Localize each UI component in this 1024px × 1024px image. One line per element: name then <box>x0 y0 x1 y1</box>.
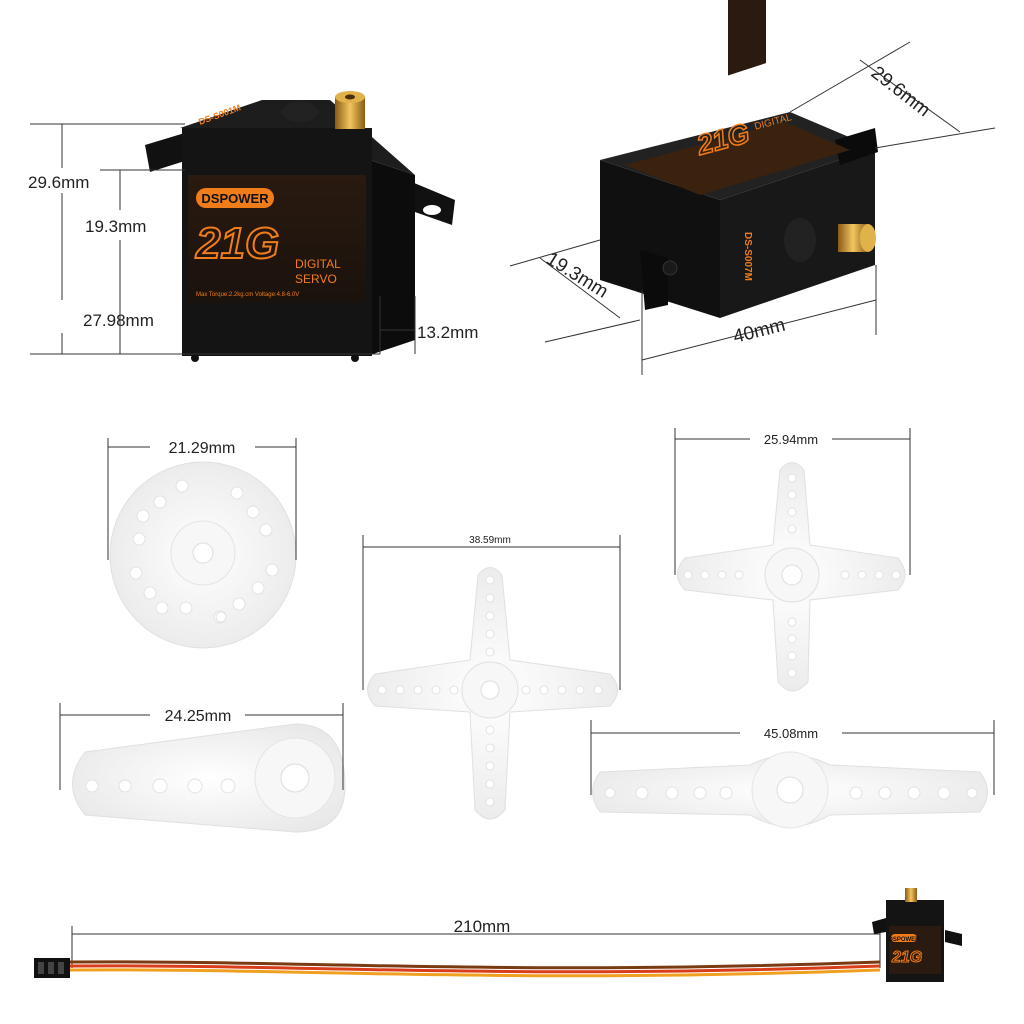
horn-disc <box>109 461 297 649</box>
type-line1: DIGITAL <box>295 257 341 271</box>
wire-brown <box>69 960 881 970</box>
front-dimension-lines <box>30 123 416 355</box>
servo-iso-view: 21G DIGITAL DS-S007M <box>600 0 878 318</box>
type-line2: SERVO <box>295 272 337 286</box>
dim-horn-double-arm: 45.08mm <box>764 726 818 741</box>
servo-front-view: DSPOWER 21G DIGITAL SERVO Max Torque:2.2… <box>145 91 455 362</box>
iso-tab-right <box>835 128 878 165</box>
small-weight-text: 21G <box>891 949 922 966</box>
servo-small-view: DSPOWER 21G <box>872 888 962 982</box>
dim-front-mount-height: 27.98mm <box>83 311 154 330</box>
wire-red <box>69 964 881 974</box>
iso-side-long <box>600 160 720 318</box>
mount-hole <box>423 205 441 215</box>
iso-model-text: DS-S007M <box>742 232 753 281</box>
dim-front-width: 13.2mm <box>417 323 478 342</box>
servo-connector <box>34 958 70 978</box>
weight-text: 21G <box>195 219 279 268</box>
brand-badge <box>196 188 274 208</box>
dim-horn-cross-large: 38.59mm <box>469 535 511 546</box>
horn-cross-large <box>367 567 618 820</box>
dim-iso-length: 40mm <box>731 315 787 348</box>
dim-front-total-height: 29.6mm <box>28 173 89 192</box>
gear-boss <box>282 102 318 122</box>
dim-horn-disc: 21.29mm <box>169 440 236 457</box>
small-brand-text: DSPOWER <box>888 937 920 943</box>
mount-tab-left <box>145 132 188 172</box>
dim-horn-cross-small: 25.94mm <box>764 432 818 447</box>
wire-yellow <box>69 968 881 978</box>
iso-dimension-lines <box>509 41 996 375</box>
dim-front-body-height: 19.3mm <box>85 217 146 236</box>
dim-horn-single-arm: 24.25mm <box>165 708 232 725</box>
iso-top-label <box>625 122 850 195</box>
horn-double-arm <box>592 751 988 829</box>
dim-cable-length: 210mm <box>454 917 511 936</box>
servo-body-side <box>370 160 415 355</box>
brand-text: DSPOWER <box>201 191 269 206</box>
iso-gear-boss <box>784 218 816 262</box>
iso-tab-left <box>640 250 668 310</box>
servo-cable <box>69 960 881 978</box>
dim-iso-height: 29.6mm <box>867 62 934 121</box>
iso-side-label <box>728 0 766 76</box>
horn-cross-small <box>677 462 906 692</box>
spec-line: Max Torque:2.2kg.cm Voltage:4.8-6.0V <box>196 292 299 298</box>
output-screw <box>345 94 355 100</box>
horn-single-arm <box>72 723 346 833</box>
